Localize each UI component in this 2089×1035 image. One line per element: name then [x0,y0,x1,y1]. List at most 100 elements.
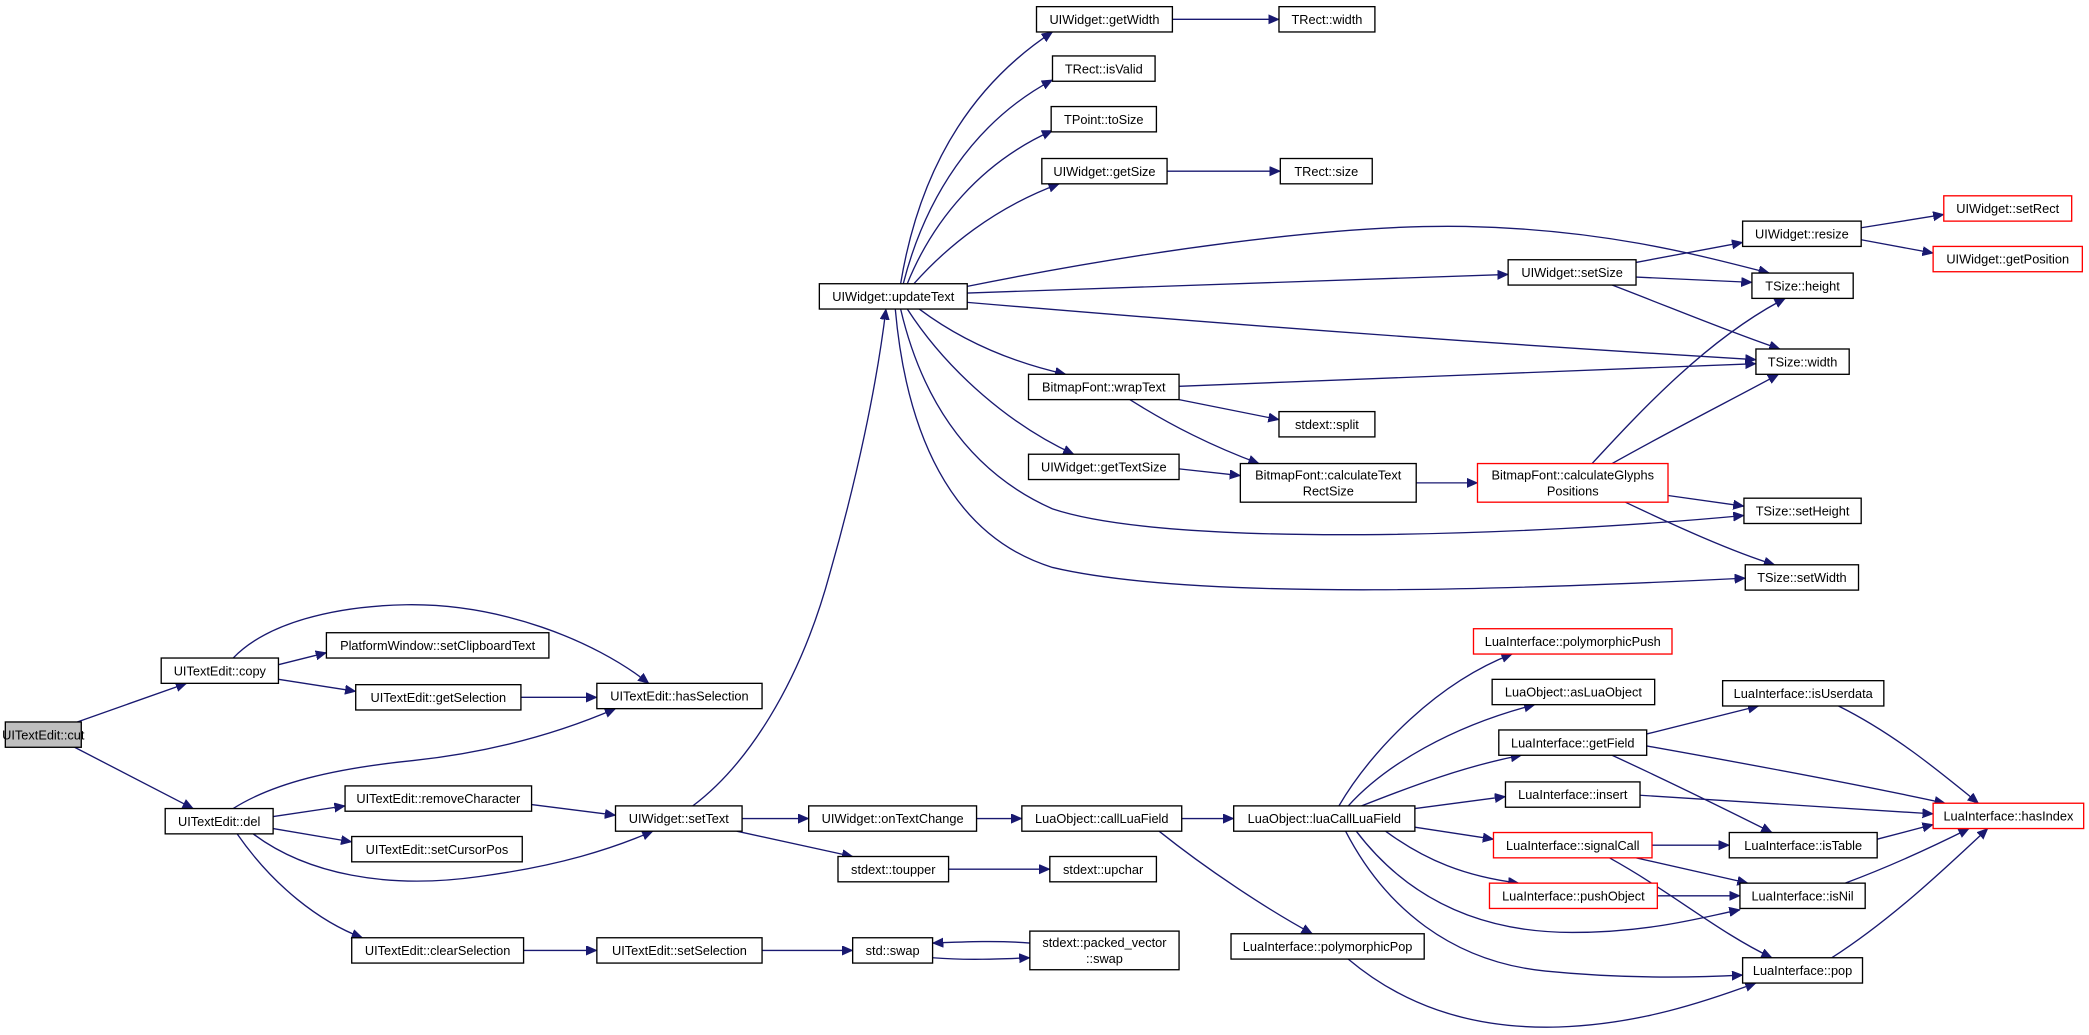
node-std-swap[interactable]: std::swap [851,937,934,964]
edge-settext-to-toupper [736,830,853,856]
node-tsize-width[interactable]: TSize::width [1755,348,1850,375]
node-luainterface-getfield[interactable]: LuaInterface::getField [1498,729,1648,756]
node-luainterface-polymorphicpush[interactable]: LuaInterface::polymorphicPush [1472,628,1673,655]
edge-updatetext-to-getwidth [899,31,1053,284]
edge-luacallluafield-to-getfield [1361,755,1522,807]
edge-getfield-to-istable [1611,754,1772,834]
node-tsize-setwidth[interactable]: TSize::setWidth [1744,564,1860,591]
node-tpoint-tosize[interactable]: TPoint::toSize [1050,105,1158,133]
node-uiwidget-getposition[interactable]: UIWidget::getPosition [1932,245,2084,273]
node-label: UIWidget::onTextChange [822,811,964,826]
node-label: UIWidget::getWidth [1049,12,1159,27]
node-uiwidget-getwidth[interactable]: UIWidget::getWidth [1035,5,1174,33]
node-luainterface-hasindex[interactable]: LuaInterface::hasIndex [1932,802,2085,830]
node-luainterface-pushobject[interactable]: LuaInterface::pushObject [1488,882,1659,910]
node-uiwidget-updatetext[interactable]: UIWidget::updateText [818,283,968,310]
node-box [1932,245,2084,273]
node-stdext-packed-vector-swap[interactable]: stdext::packed_vector::swap [1029,930,1180,971]
nodes: UITextEdit::cut UITextEdit::copy UITextE… [2,5,2085,984]
node-uitextedit-removecharacter[interactable]: UITextEdit::removeCharacter [344,785,533,812]
node-uitextedit-getselection[interactable]: UITextEdit::getSelection [355,684,522,711]
node-uiwidget-settext[interactable]: UIWidget::setText [614,805,743,832]
edge-polymorphicpop-to-pop [1347,958,1756,1028]
node-label: LuaInterface::isTable [1744,838,1862,853]
edge-del-to-clearselection [236,833,362,938]
node-trect-width[interactable]: TRect::width [1278,5,1376,33]
node-uitextedit-setcursorpos[interactable]: UITextEdit::setCursorPos [351,835,523,863]
node-label: TSize::width [1768,354,1838,369]
edge-callluafield-to-polymorphicpop [1158,830,1312,935]
edge-del-to-settext [252,830,653,882]
node-box [1507,259,1637,286]
node-trect-size[interactable]: TRect::size [1279,157,1373,185]
node-uiwidget-setsize[interactable]: UIWidget::setSize [1507,259,1637,286]
edge-luacallluafield-to-pop [1345,830,1743,977]
node-uitextedit-clearselection[interactable]: UITextEdit::clearSelection [351,937,525,964]
node-label: LuaInterface::isNil [1751,888,1853,903]
node-platformwindow-setclipboardtext[interactable]: PlatformWindow::setClipboardText [325,632,550,659]
node-stdext-split[interactable]: stdext::split [1278,410,1376,438]
node-box [4,721,82,748]
edge-isuserdata-to-hasindex [1838,705,1979,803]
node-luainterface-signalcall[interactable]: LuaInterface::signalCall [1492,831,1653,859]
node-bitmapfont-wraptext[interactable]: BitmapFont::wrapText [1027,373,1180,401]
node-luaobject-luacallluafield[interactable]: LuaObject::luaCallLuaField [1233,805,1416,832]
node-luainterface-polymorphicpop[interactable]: LuaInterface::polymorphicPop [1230,933,1425,960]
node-tsize-setheight[interactable]: TSize::setHeight [1743,497,1862,525]
node-uiwidget-resize[interactable]: UIWidget::resize [1741,220,1862,248]
node-box [808,805,978,832]
node-uiwidget-ontextchange[interactable]: UIWidget::onTextChange [808,805,978,832]
node-box [1743,497,1862,525]
node-uitextedit-copy[interactable]: UITextEdit::copy [160,657,280,685]
node-luainterface-insert[interactable]: LuaInterface::insert [1504,781,1641,808]
node-box [1491,678,1656,706]
edge-isnil-to-hasindex [1844,827,1969,884]
node-uiwidget-setrect[interactable]: UIWidget::setRect [1943,195,2073,222]
edge-calculateglyphspositions-to-tsizesetwidth [1625,501,1774,565]
edge-copy-to-setclipboardtext [278,653,326,666]
node-luaobject-asluaobject[interactable]: LuaObject::asLuaObject [1491,678,1656,706]
node-label: UIWidget::setSize [1521,265,1622,280]
edge-wraptext-to-tsizewidth [1179,364,1756,387]
edge-getfield-to-hasindex [1646,745,1945,803]
node-label: TRect::size [1294,164,1358,179]
node-uitextedit-setselection[interactable]: UITextEdit::setSelection [596,937,763,964]
node-label: UIWidget::setText [629,811,729,826]
node-box [1504,781,1641,808]
node-label-line-1: BitmapFont::calculateText [1255,468,1402,483]
node-label: LuaInterface::insert [1518,787,1628,802]
node-label: PlatformWindow::setClipboardText [340,638,536,653]
edge-updatetext-to-tsizesetwidth [894,308,1745,591]
node-stdext-toupper[interactable]: stdext::toupper [837,855,950,883]
node-label: UITextEdit::getSelection [371,690,507,705]
node-label-line-1: BitmapFont::calculateGlyphs [1491,468,1653,483]
edge-calculateglyphspositions-to-tsizewidth [1611,373,1779,465]
node-box [596,937,763,964]
node-box [1041,157,1168,185]
node-uitextedit-del[interactable]: UITextEdit::del [164,807,274,835]
node-luaobject-callluafield[interactable]: LuaObject::callLuaField [1021,805,1183,832]
node-box [1035,5,1174,33]
node-box [1741,957,1864,984]
edge-updatetext-to-setsize [967,274,1508,294]
edge-setsize-to-resize [1635,242,1743,264]
node-luainterface-isnil[interactable]: LuaInterface::isNil [1739,882,1866,910]
node-label-line-1: stdext::packed_vector [1042,935,1167,950]
node-luainterface-istable[interactable]: LuaInterface::isTable [1728,831,1878,859]
node-box [1027,453,1180,481]
node-uitextedit-hasselection[interactable]: UITextEdit::hasSelection [596,682,763,710]
node-uiwidget-gettextsize[interactable]: UIWidget::getTextSize [1027,453,1180,481]
node-stdext-upchar[interactable]: stdext::upchar [1049,855,1158,883]
edge-del-to-removecharacter [273,806,345,818]
node-luainterface-pop[interactable]: LuaInterface::pop [1741,957,1864,984]
node-box [164,807,274,835]
node-tsize-height[interactable]: TSize::height [1751,272,1854,300]
node-trect-isvalid[interactable]: TRect::isValid [1051,55,1156,82]
node-box [344,785,533,812]
node-luainterface-isuserdata[interactable]: LuaInterface::isUserdata [1721,680,1885,707]
edge-setsize-to-tsizeheight [1635,276,1752,282]
node-uiwidget-getsize[interactable]: UIWidget::getSize [1041,157,1168,185]
